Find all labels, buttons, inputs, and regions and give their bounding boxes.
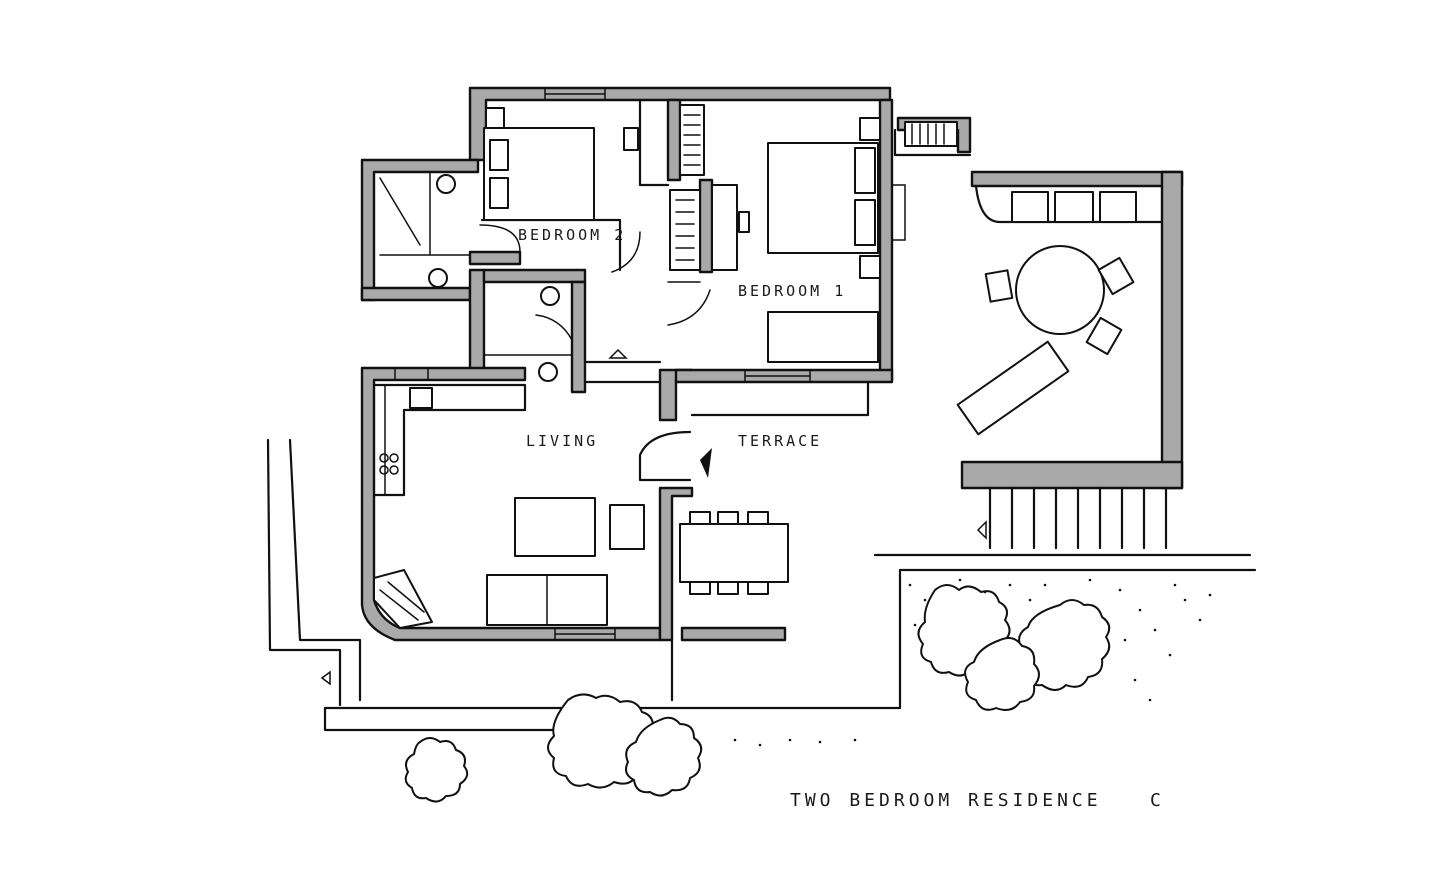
walls: [360, 86, 1184, 642]
linework: [266, 87, 1257, 732]
label-bedroom1: BEDROOM 1: [738, 282, 846, 300]
label-living: LIVING: [526, 432, 598, 450]
plan-title: TWO BEDROOM RESIDENCE: [790, 790, 1102, 811]
plan-variant: C: [1150, 790, 1165, 811]
furniture: [373, 104, 1137, 629]
landscape: [404, 578, 1212, 803]
label-bedroom2: BEDROOM 2: [518, 226, 626, 244]
room-labels: BEDROOM 2 BEDROOM 1 LIVING TERRACE: [518, 226, 846, 450]
gravel-dots: [733, 578, 1212, 747]
label-terrace: TERRACE: [738, 432, 822, 450]
